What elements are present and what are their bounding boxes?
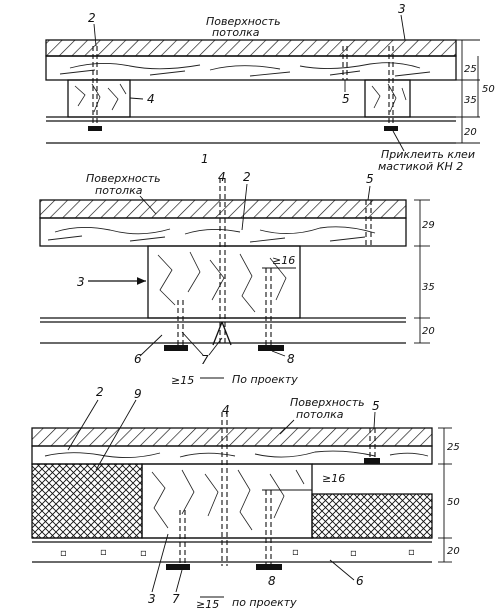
v2-callout-4: 4 — [218, 170, 226, 184]
v1-dim-50: 50 — [482, 84, 495, 95]
v2-note-surface-2: потолка — [95, 184, 143, 197]
v1-note-surface-1: Поверхность — [206, 15, 281, 28]
v1-callout-4: 4 — [147, 92, 155, 106]
floor-board — [39, 217, 407, 247]
v1-note-glue-2: мастикой КН 2 — [378, 160, 463, 173]
section-view-2: 29 35 20 Поверхность потолка 4 2 5 3 6 7… — [39, 170, 435, 387]
v3-callout-9: 9 — [134, 387, 142, 401]
v2-dim-20: 20 — [422, 326, 435, 337]
v1-note-surface-2: потолка — [212, 26, 260, 39]
v3-dim-25: 25 — [447, 442, 460, 453]
section-view-1: 2 3 4 5 1 Поверхность потолка Приклеить … — [45, 2, 495, 173]
v2-callout-8: 8 — [287, 352, 295, 366]
svg-text:▫: ▫ — [350, 548, 357, 559]
v3-callout-2: 2 — [96, 385, 104, 399]
v3-min-offset: ≥15 — [196, 598, 219, 611]
section-view-3: ▫ ▫ ▫ ▫ ▫ ▫ 25 50 20 Поверхность потолка… — [31, 385, 460, 611]
v2-note-surface-1: Поверхность — [86, 172, 161, 185]
svg-text:▫: ▫ — [140, 548, 147, 559]
v3-note-surface-1: Поверхность — [290, 396, 365, 409]
pad-left — [166, 564, 190, 570]
v2-callout-6: 6 — [134, 352, 142, 366]
v1-callout-5: 5 — [342, 92, 350, 106]
pad-right — [258, 345, 284, 351]
ceiling-slab-hatch — [31, 427, 433, 447]
v3-min-gap: ≥16 — [322, 472, 345, 485]
v3-callout-5: 5 — [372, 399, 380, 413]
v1-dim-20: 20 — [464, 127, 477, 138]
pad-right — [256, 564, 282, 570]
svg-text:▫: ▫ — [100, 547, 107, 558]
ceiling-slab-hatch — [45, 39, 457, 57]
v2-callout-2: 2 — [243, 170, 251, 184]
v3-dim-50: 50 — [447, 497, 460, 508]
pad-left — [164, 345, 188, 351]
svg-text:▫: ▫ — [292, 547, 299, 558]
v1-note-glue-1: Приклеить клеи — [381, 148, 475, 161]
v2-per-project: По проекту — [232, 373, 298, 386]
v3-callout-8: 8 — [268, 574, 276, 588]
v2-dim-29: 29 — [422, 220, 435, 231]
glued-pad-right — [384, 126, 398, 131]
v3-callout-6: 6 — [356, 574, 364, 588]
v3-callout-7: 7 — [172, 592, 180, 606]
v3-dim-20: 20 — [447, 546, 460, 557]
v2-min-offset: ≥15 — [171, 374, 194, 387]
svg-text:▫: ▫ — [408, 547, 415, 558]
v1-callout-2: 2 — [88, 11, 96, 25]
glued-pad-left — [88, 126, 102, 131]
v1-dim-25: 25 — [464, 64, 477, 75]
svg-text:▫: ▫ — [60, 548, 67, 559]
v1-callout-1: 1 — [201, 152, 209, 166]
v2-min-gap: ≥16 — [272, 254, 295, 267]
v2-callout-3: 3 — [77, 275, 85, 289]
lag-block-right — [364, 79, 411, 118]
ceiling-slab-hatch — [39, 199, 407, 219]
v2-dim-35: 35 — [422, 282, 435, 293]
v3-callout-4: 4 — [222, 403, 230, 417]
v2-callout-5: 5 — [366, 172, 374, 186]
v1-dim-35: 35 — [464, 95, 477, 106]
v3-callout-3: 3 — [148, 592, 156, 606]
floor-board — [45, 55, 457, 81]
seam-pad — [364, 458, 380, 464]
insulation-right — [311, 493, 433, 539]
insulation-left — [31, 463, 143, 539]
v1-callout-3: 3 — [398, 2, 406, 16]
v3-note-surface-2: потолка — [296, 408, 344, 421]
v2-callout-7: 7 — [201, 353, 209, 367]
v3-per-project: по проекту — [232, 596, 297, 609]
